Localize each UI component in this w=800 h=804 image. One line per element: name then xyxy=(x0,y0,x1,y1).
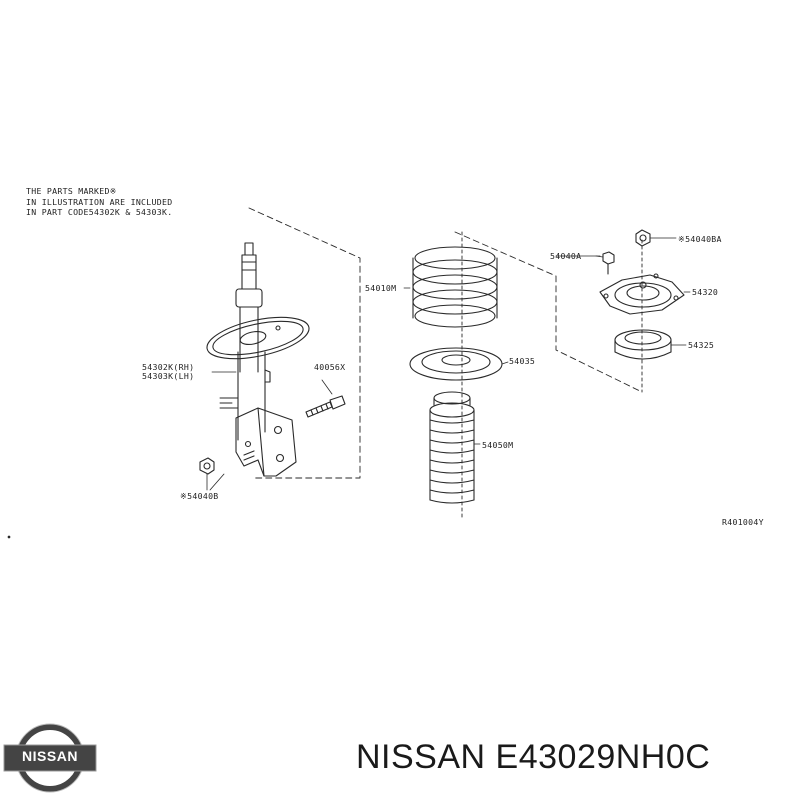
label-spring-seat: 54035 xyxy=(509,356,536,366)
part-number-title: NISSAN E43029NH0C xyxy=(356,738,711,776)
note-line-3: IN PART CODE54302K & 54303K. xyxy=(26,207,173,217)
nissan-logo-icon xyxy=(3,723,97,793)
spring-seat-54035 xyxy=(409,347,509,381)
nut-54040BA xyxy=(635,229,677,247)
note-line-1: THE PARTS MARKED※ xyxy=(26,186,117,196)
label-strut-lh: 54303K(LH) xyxy=(142,371,195,381)
label-boot: 54050M xyxy=(482,440,514,450)
bearing-54325 xyxy=(614,329,687,360)
label-bolt: 40056X xyxy=(314,362,346,372)
coil-spring-54010M xyxy=(403,246,498,328)
boot-54050M xyxy=(429,391,481,504)
strut-assembly xyxy=(206,242,310,477)
bolt-40056X xyxy=(305,379,346,418)
nut-54040A xyxy=(595,251,615,275)
parts-note: THE PARTS MARKED※ IN ILLUSTRATION ARE IN… xyxy=(26,186,172,218)
dot-mark xyxy=(7,535,11,539)
nissan-logo-text: NISSAN xyxy=(22,748,78,764)
label-nut-b: ※54040BA xyxy=(678,234,722,244)
label-strut-rh: 54302K(RH) xyxy=(142,362,195,372)
nut-54040B xyxy=(199,457,215,491)
label-nut-a: 54040A xyxy=(550,251,582,261)
label-bearing: 54325 xyxy=(688,340,715,350)
leader-lines xyxy=(209,255,601,491)
strut-mount-54320 xyxy=(599,273,691,315)
label-spring: 54010M xyxy=(365,283,397,293)
nissan-logo: NISSAN xyxy=(3,723,97,793)
label-mount: 54320 xyxy=(692,287,719,297)
note-line-2: IN ILLUSTRATION ARE INCLUDED xyxy=(26,196,173,207)
label-ref-code: R401004Y xyxy=(722,517,764,527)
label-nut-bottom: ※54040B xyxy=(180,491,219,501)
